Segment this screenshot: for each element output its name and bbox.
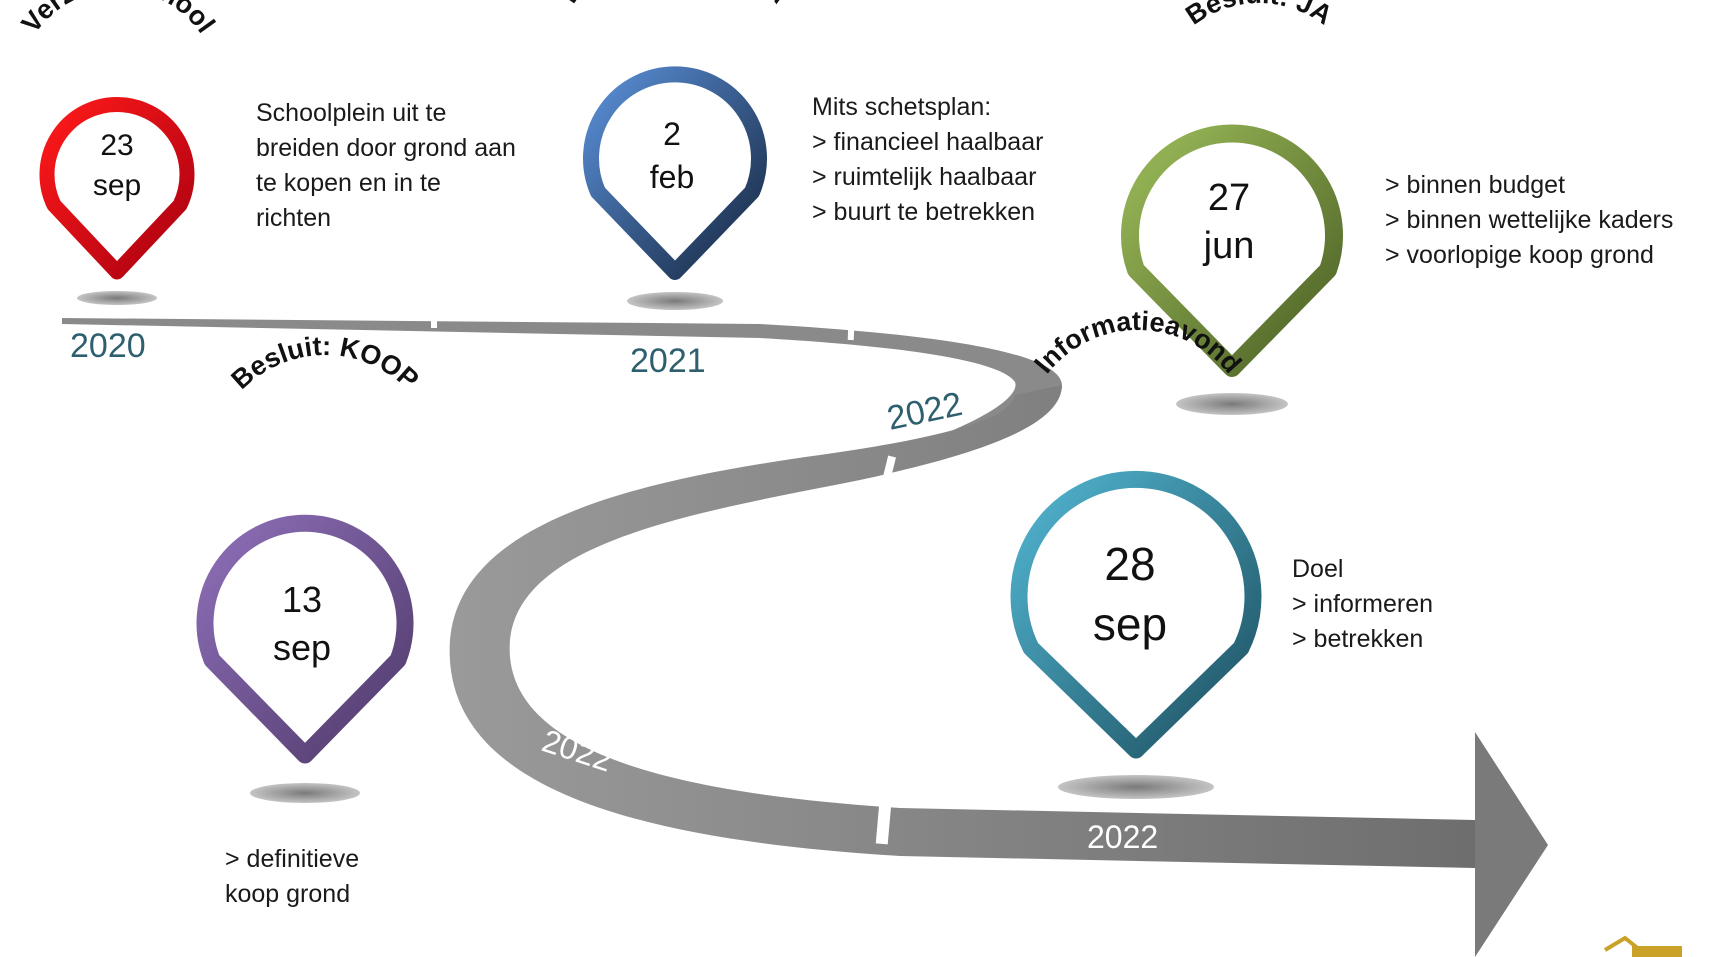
svg-text:Principebesluit: JA: Principebesluit: JA xyxy=(553,0,796,8)
milestone-day: 2 xyxy=(663,116,681,152)
milestone-day: 23 xyxy=(100,129,133,162)
milestone-note: > definitieve koop grond xyxy=(225,845,360,908)
pin-shadow xyxy=(1058,775,1214,799)
year-label-2021: 2021 xyxy=(630,342,706,380)
pin-shadow xyxy=(77,291,157,305)
pin-shadow xyxy=(1176,393,1288,415)
map-pin-icon xyxy=(1010,470,1262,759)
map-pin-icon xyxy=(583,66,767,280)
milestone-day: 28 xyxy=(1104,538,1155,590)
milestone-day: 13 xyxy=(282,579,322,620)
milestone-title: Informatieavond xyxy=(1028,306,1247,379)
map-pin-icon xyxy=(196,514,414,764)
milestone-month: jun xyxy=(1203,225,1255,267)
year-label-2022-a: 2022 xyxy=(884,385,966,438)
svg-text:Besluit: JA: Besluit: JA xyxy=(1180,0,1338,31)
milestone-note: Schoolplein uit te breiden door grond aa… xyxy=(256,99,516,232)
milestone-month: sep xyxy=(93,169,141,202)
milestone-month: sep xyxy=(1093,598,1167,650)
milestone-note: Doel > informeren > betrekken xyxy=(1292,555,1434,653)
milestone-pin-verzoek-school: 23 sep Verzoek school xyxy=(16,0,221,305)
milestone-title: Verzoek school xyxy=(16,0,221,38)
milestone-title: Besluit: KOOP xyxy=(226,331,425,395)
map-pin-icon xyxy=(39,97,195,280)
svg-text:Verzoek school: Verzoek school xyxy=(16,0,221,38)
milestone-day: 27 xyxy=(1208,177,1250,219)
year-label-2020: 2020 xyxy=(70,327,146,365)
milestone-pin-principebesluit: 2 feb Principebesluit: JA xyxy=(553,0,797,310)
milestone-month: sep xyxy=(273,627,331,668)
corner-logo-icon xyxy=(1603,935,1682,957)
milestone-pin-besluit-koop: 13 sep Besluit: KOOP xyxy=(196,331,425,803)
year-label-2022-c: 2022 xyxy=(1087,819,1158,855)
svg-text:Besluit: KOOP: Besluit: KOOP xyxy=(226,331,425,395)
svg-text:Informatieavond: Informatieavond xyxy=(1028,306,1247,379)
pin-shadow xyxy=(627,292,723,310)
milestone-title: Besluit: JA xyxy=(1180,0,1338,31)
pin-shadow xyxy=(250,783,360,803)
milestone-title: Principebesluit: JA xyxy=(553,0,796,8)
map-pin-icon xyxy=(1121,124,1343,377)
milestone-note: > binnen budget > binnen wettelijke kade… xyxy=(1385,171,1674,269)
milestone-month: feb xyxy=(650,159,694,195)
timeline-road xyxy=(62,314,1548,957)
milestone-note: Mits schetsplan: > financieel haalbaar >… xyxy=(812,93,1044,226)
